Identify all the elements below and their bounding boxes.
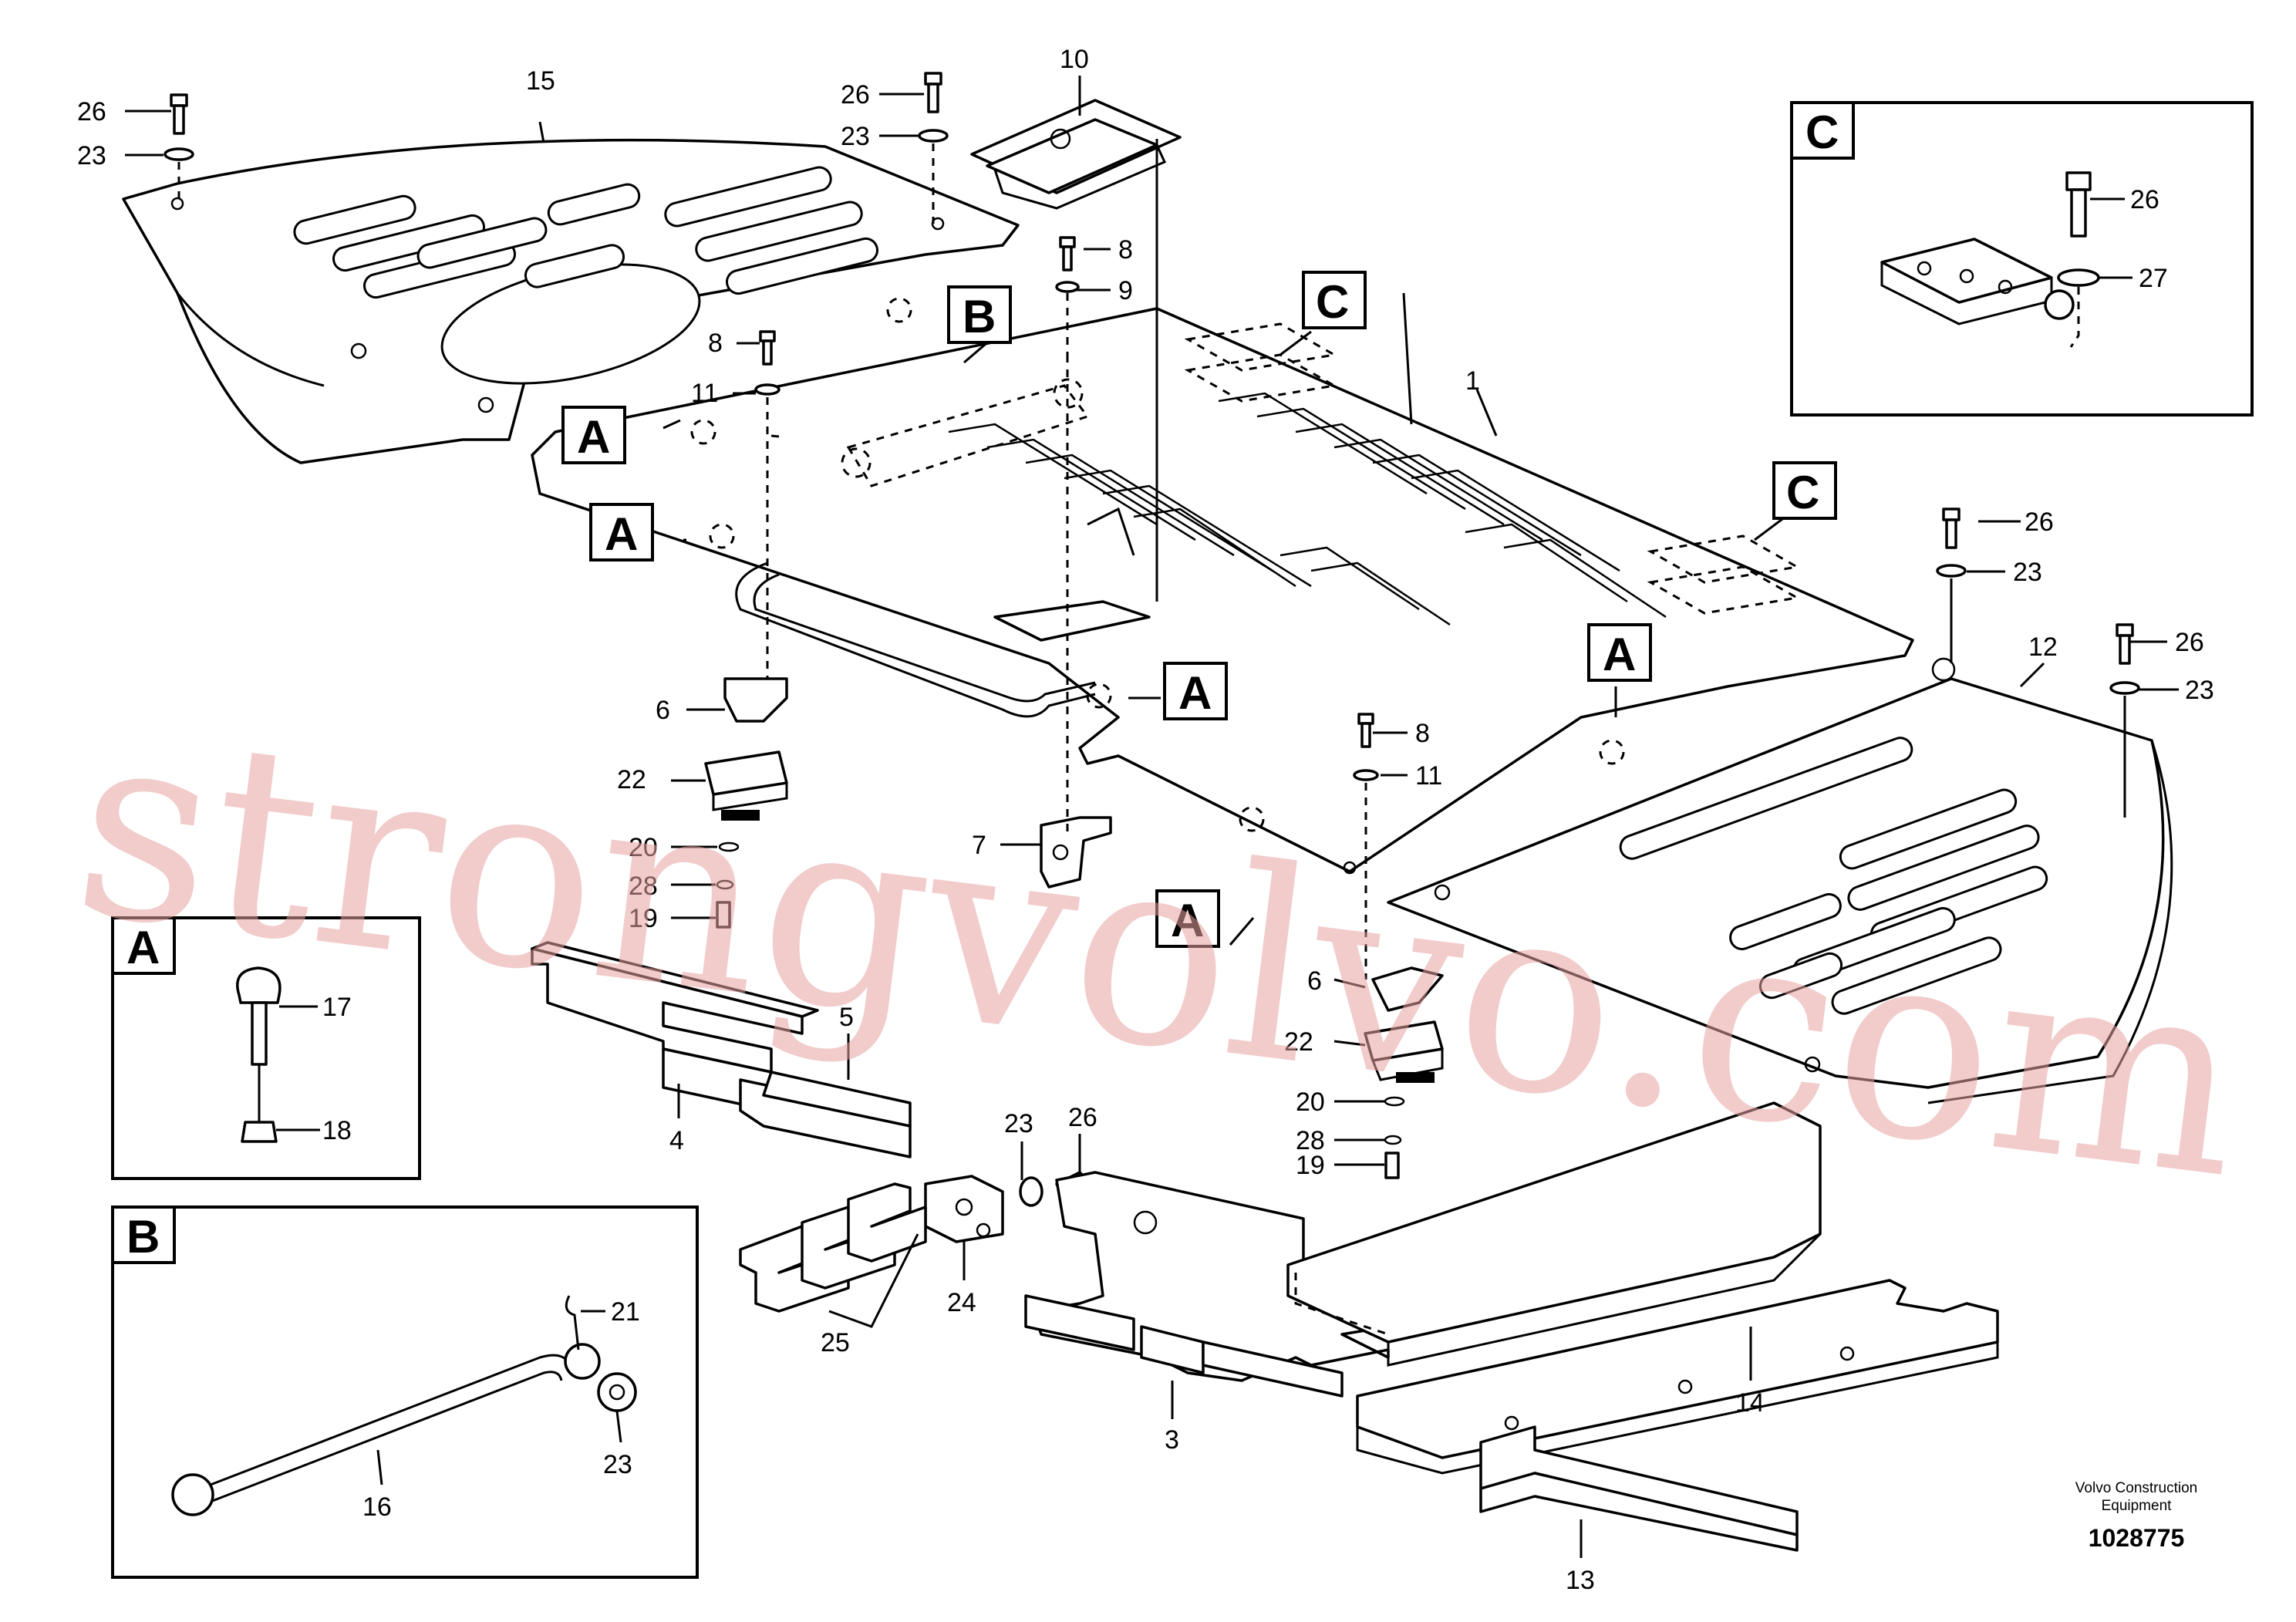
- callout-23: 23: [841, 122, 870, 151]
- callout-22: 22: [1284, 1027, 1313, 1057]
- callout-21: 21: [611, 1297, 640, 1327]
- callout-10: 10: [1060, 45, 1089, 74]
- callout-16: 16: [362, 1492, 392, 1522]
- shim-3: [1024, 1101, 1822, 1398]
- callout-4: 4: [669, 1126, 684, 1155]
- callout-27: 27: [2139, 264, 2168, 293]
- view-label-b: B: [963, 291, 996, 342]
- callout-25: 25: [821, 1328, 850, 1357]
- footer: Volvo Construction Equipment 1028775: [2075, 1480, 2197, 1552]
- callout-3: 3: [1165, 1425, 1179, 1455]
- hardware-center: [739, 1171, 1104, 1328]
- callout-18: 18: [322, 1116, 352, 1145]
- callout-14: 14: [1735, 1388, 1765, 1418]
- pedal-10: [970, 99, 1182, 210]
- detail-a-title: A: [126, 922, 160, 973]
- detail-b-title: B: [126, 1211, 160, 1263]
- callout-15: 15: [526, 66, 555, 96]
- hardware-left: [704, 677, 1112, 929]
- callout-26: 26: [2130, 185, 2159, 214]
- bar-16: [735, 561, 1096, 718]
- callout-23: 23: [77, 141, 106, 170]
- knobs-a: [690, 297, 1625, 832]
- view-label-boxes: [561, 271, 1837, 948]
- callout-20: 20: [629, 833, 658, 862]
- callout-8: 8: [1118, 235, 1133, 265]
- detail-c: [1790, 101, 2254, 416]
- callout-23: 23: [2013, 558, 2042, 587]
- manufacturer-line-1: Volvo Construction: [2075, 1480, 2197, 1496]
- callout-26: 26: [2175, 628, 2204, 657]
- manufacturer-line-2: Equipment: [2102, 1498, 2173, 1514]
- callout-7: 7: [972, 831, 986, 860]
- view-label-c: C: [1786, 467, 1819, 518]
- view-letters: A A A A A B C C A B C: [126, 106, 1839, 1263]
- callout-numbers: 26 23 15 26 23 10 8 9 8 11 1 26 23 12 26…: [77, 45, 2214, 1595]
- callout-9: 9: [1118, 276, 1133, 305]
- drawing-number: 1028775: [2089, 1524, 2185, 1552]
- callout-6: 6: [1307, 966, 1322, 996]
- view-label-a: A: [605, 508, 638, 560]
- callout-26: 26: [841, 80, 870, 110]
- callout-20: 20: [1296, 1088, 1325, 1117]
- detail-b: [111, 1206, 699, 1579]
- callout-24: 24: [947, 1288, 976, 1317]
- callout-28: 28: [1296, 1126, 1325, 1155]
- detail-highlights: [841, 322, 1801, 615]
- callout-11: 11: [691, 379, 718, 408]
- callout-8: 8: [708, 329, 723, 358]
- view-label-a: A: [1171, 895, 1204, 946]
- shims-13-14: [1356, 1279, 1999, 1552]
- view-label-a: A: [1178, 667, 1212, 719]
- hardware-right: [1364, 966, 1444, 1179]
- callout-26: 26: [77, 97, 106, 126]
- bolts-and-washers: [164, 72, 2140, 980]
- callout-26: 26: [1068, 1103, 1097, 1132]
- view-label-a: A: [1603, 629, 1636, 680]
- callout-19: 19: [629, 904, 658, 933]
- callout-17: 17: [322, 993, 352, 1022]
- floor-plate-1: [531, 307, 1914, 875]
- callout-12: 12: [2028, 632, 2058, 662]
- leader-lines: [125, 76, 2179, 1558]
- callout-28: 28: [629, 872, 658, 901]
- callout-23: 23: [2185, 676, 2214, 705]
- view-label-c: C: [1316, 276, 1349, 328]
- floor-plate-12: [1387, 657, 2173, 1104]
- callout-8: 8: [1415, 719, 1430, 748]
- detail-a: [111, 916, 421, 1180]
- callout-1: 1: [1465, 366, 1480, 396]
- callout-23: 23: [1004, 1109, 1033, 1138]
- callout-6: 6: [656, 696, 670, 725]
- callout-5: 5: [839, 1003, 854, 1032]
- callout-23: 23: [603, 1450, 632, 1479]
- detail-c-title: C: [1805, 106, 1839, 158]
- view-label-a: A: [577, 411, 610, 463]
- callout-22: 22: [617, 765, 646, 794]
- floor-plate-15: [122, 138, 1020, 464]
- callout-13: 13: [1566, 1566, 1595, 1595]
- blocks-4-5: [531, 941, 912, 1158]
- callout-26: 26: [2025, 508, 2054, 537]
- callout-11: 11: [1415, 761, 1442, 791]
- callout-19: 19: [1296, 1151, 1325, 1180]
